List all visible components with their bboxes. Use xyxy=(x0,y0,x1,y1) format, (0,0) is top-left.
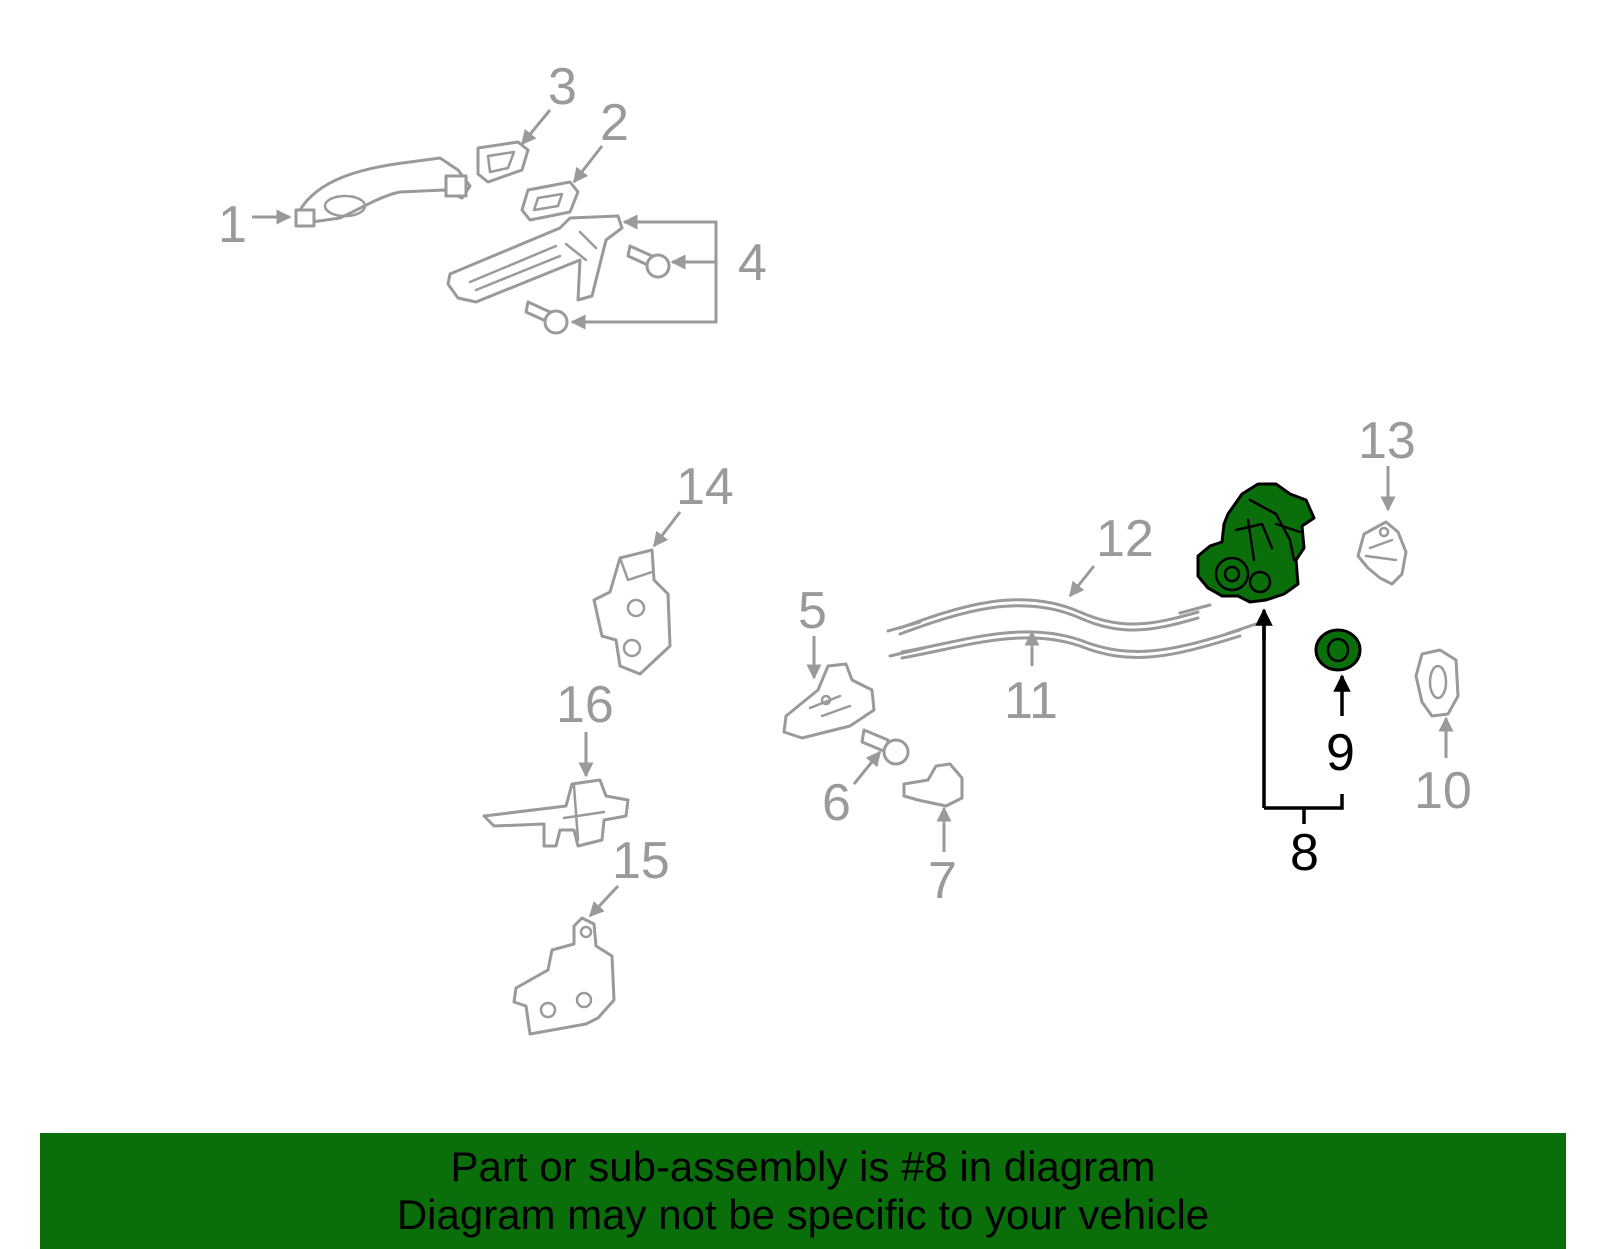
callout-1: 1 xyxy=(218,196,247,254)
callout-11: 11 xyxy=(1004,672,1058,730)
info-banner: Part or sub-assembly is #8 in diagram Di… xyxy=(40,1133,1566,1249)
part-14-upper-hinge xyxy=(592,548,672,676)
callout-12: 12 xyxy=(1096,510,1154,568)
part-16-door-check xyxy=(482,778,630,848)
banner-line-1: Part or sub-assembly is #8 in diagram xyxy=(450,1143,1156,1190)
part-8-door-lock-actuator xyxy=(1196,482,1316,604)
callout-14: 14 xyxy=(676,458,734,516)
part-4-screw-lower xyxy=(524,300,569,335)
part-6-bolt xyxy=(860,728,910,766)
leader-lines xyxy=(252,109,1454,918)
banner-line-2: Diagram may not be specific to your vehi… xyxy=(396,1191,1210,1238)
callouts: 1 2 3 4 5 6 7 8 9 10 11 12 13 14 15 16 xyxy=(218,58,1472,910)
callout-8: 8 xyxy=(1290,824,1319,882)
leader-15 xyxy=(588,884,620,918)
part-3-handle-cover xyxy=(476,140,530,184)
leader-14 xyxy=(652,511,682,548)
callout-2: 2 xyxy=(600,94,629,152)
part-5-lock-plate xyxy=(782,662,876,740)
callout-10: 10 xyxy=(1414,762,1472,820)
callout-16: 16 xyxy=(556,676,614,734)
callout-4: 4 xyxy=(738,234,767,292)
part-12-cable xyxy=(886,598,1212,636)
leader-3 xyxy=(520,109,552,146)
callout-15: 15 xyxy=(612,832,670,890)
part-4-handle-bracket xyxy=(446,214,671,335)
part-11-cable xyxy=(888,622,1258,660)
leader-12 xyxy=(1068,565,1096,598)
part-13-striker xyxy=(1356,520,1408,586)
part-10-seal xyxy=(1414,648,1460,718)
callout-5: 5 xyxy=(798,582,827,640)
leader-lines-highlighted xyxy=(1255,608,1351,824)
callout-6: 6 xyxy=(822,774,851,832)
callout-7: 7 xyxy=(928,852,957,910)
callout-13: 13 xyxy=(1358,412,1416,470)
leader-4-bracket xyxy=(574,220,718,324)
part-2-emblem-cap xyxy=(520,180,580,222)
leader-8-bracket xyxy=(1264,794,1344,810)
part-7-cover xyxy=(902,762,964,808)
part-9-grommet xyxy=(1314,628,1362,672)
callout-9: 9 xyxy=(1326,724,1355,782)
leader-6 xyxy=(852,750,882,785)
part-15-lower-hinge xyxy=(512,916,616,1036)
part-4-screw-upper xyxy=(626,244,671,279)
callout-3: 3 xyxy=(548,58,577,116)
part-1-outside-handle xyxy=(294,156,472,228)
leader-2 xyxy=(572,145,604,184)
